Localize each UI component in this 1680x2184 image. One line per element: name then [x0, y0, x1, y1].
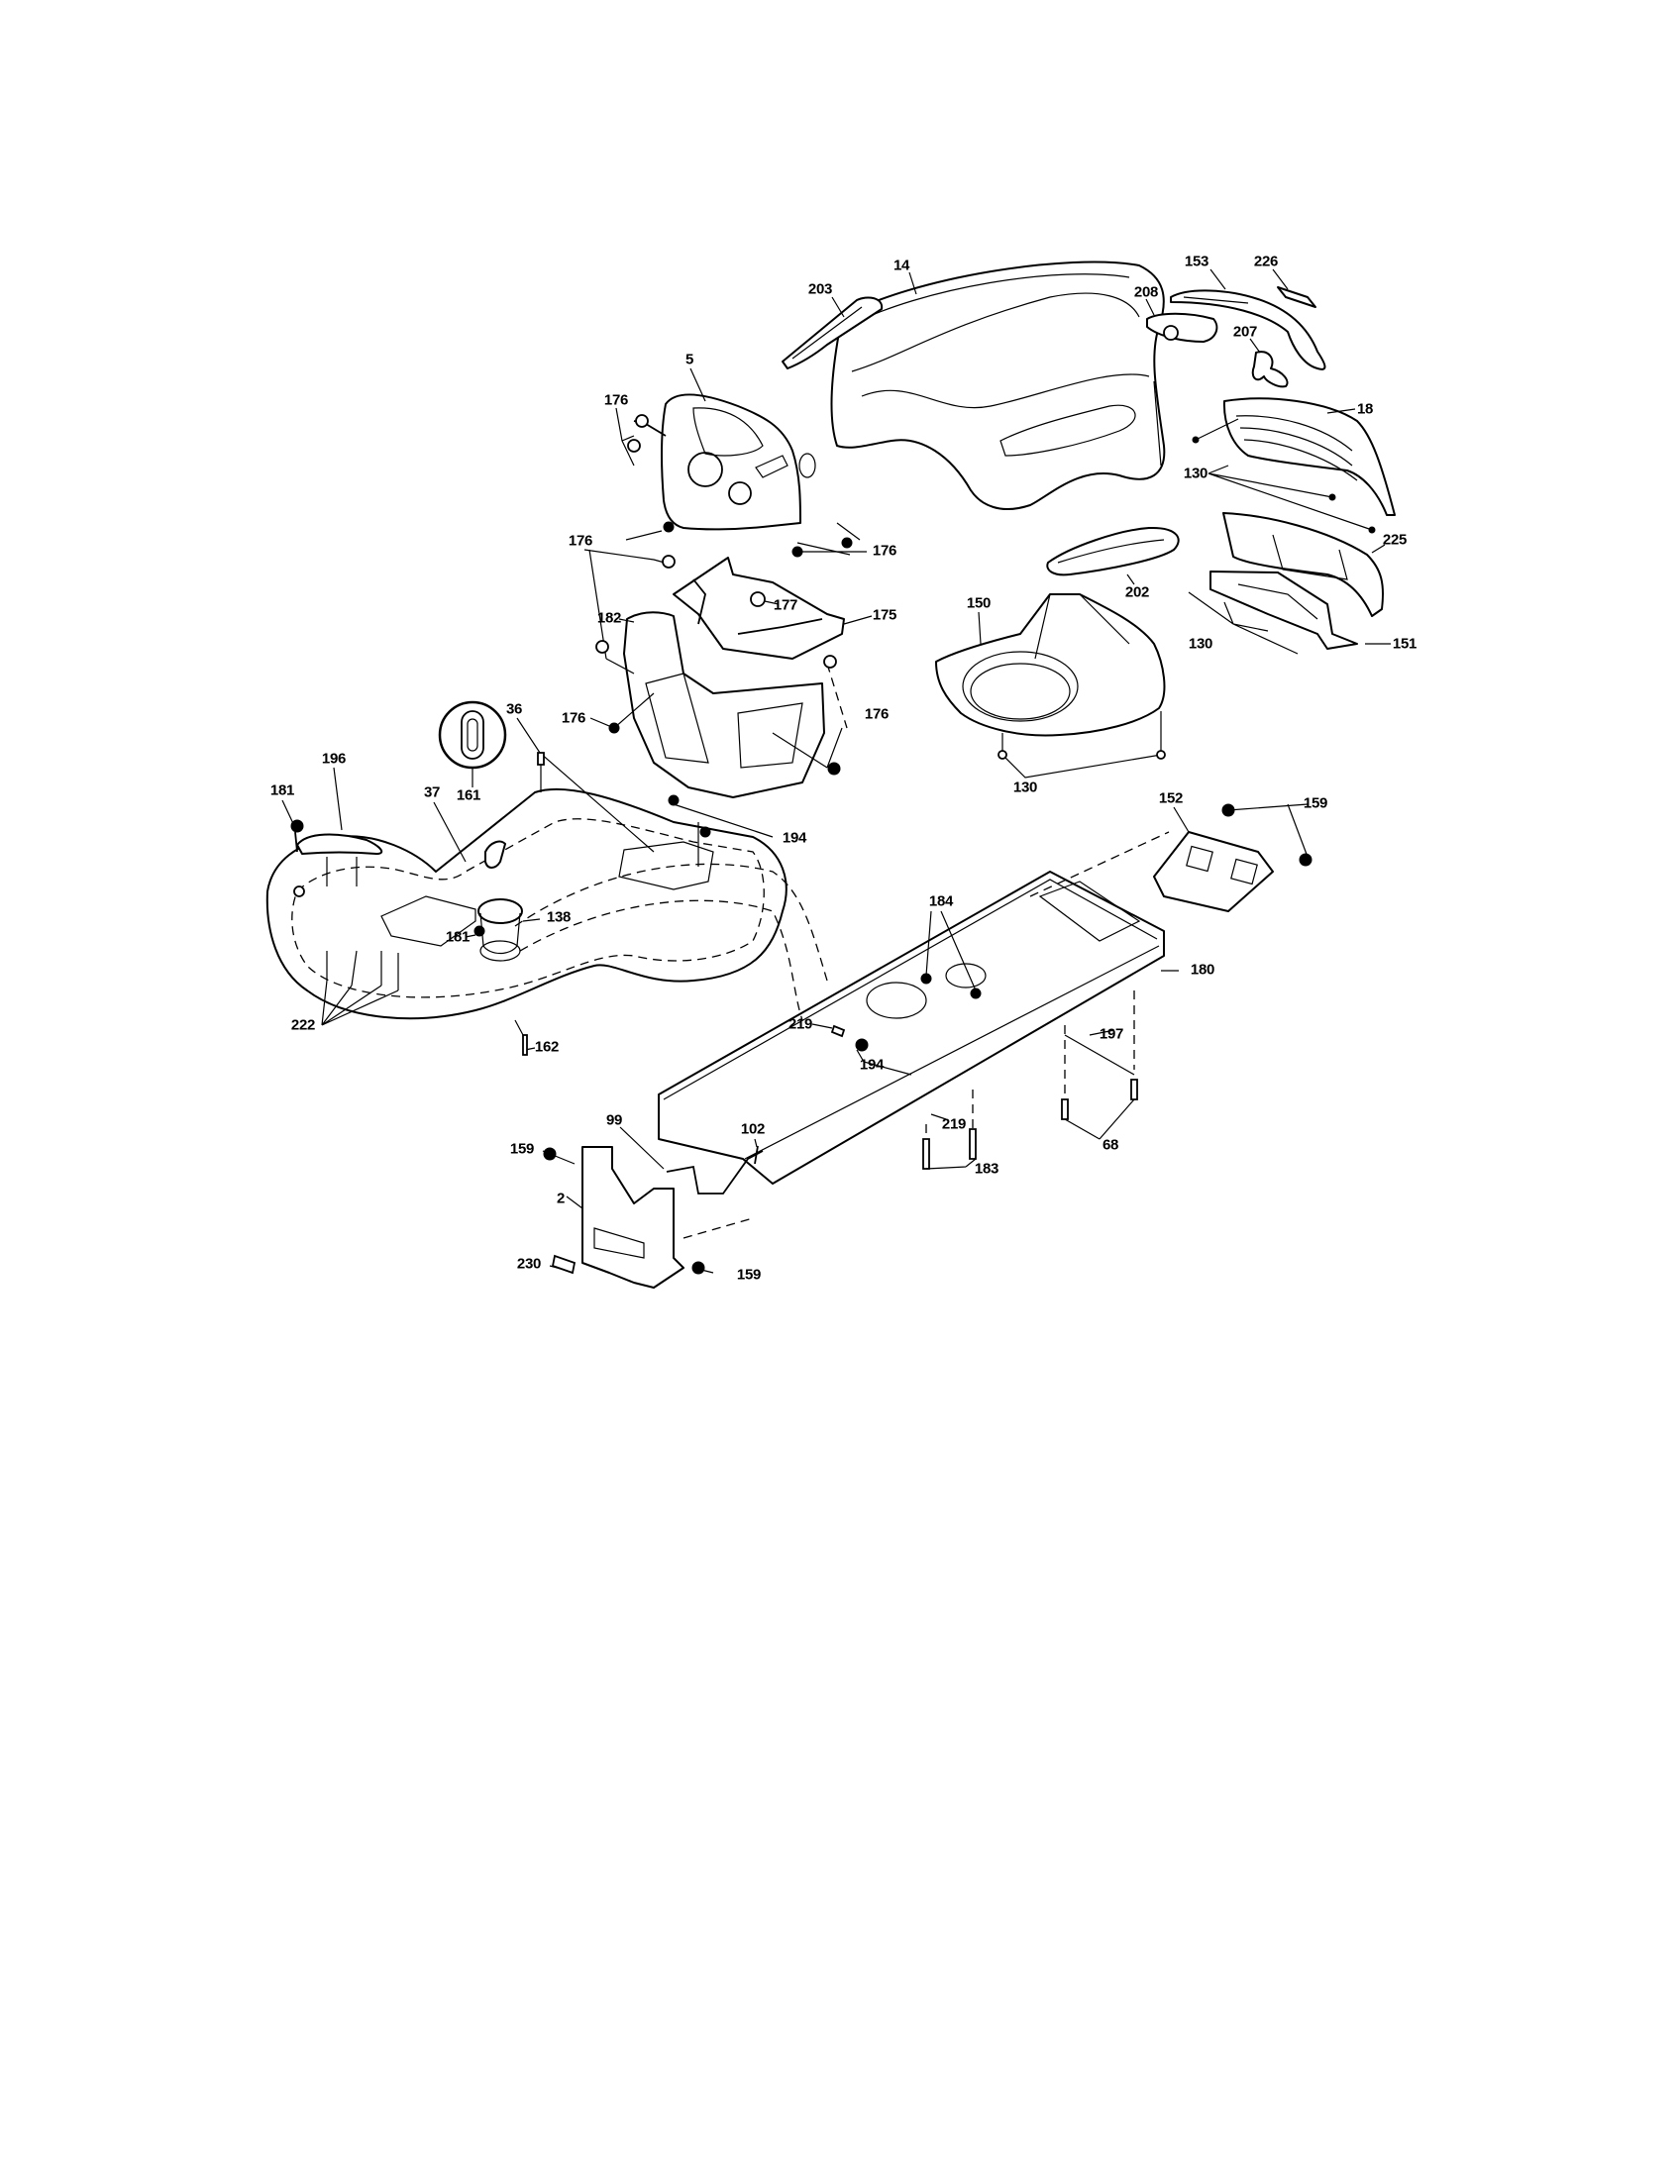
part-label-208: 208: [1133, 283, 1159, 301]
bracket-175-drawing: [583, 549, 873, 660]
part-label-203: 203: [807, 280, 833, 298]
part-label-222: 222: [290, 1016, 316, 1034]
part-label-183: 183: [974, 1160, 999, 1178]
part-label-99: 99: [605, 1111, 623, 1129]
frame-180-drawing: [514, 831, 1179, 1185]
inset-161-drawing: [438, 700, 507, 787]
part-label-37: 37: [423, 783, 441, 801]
part-label-18: 18: [1356, 400, 1374, 418]
part-label-68: 68: [1102, 1136, 1119, 1154]
part-label-2: 2: [556, 1190, 566, 1207]
upper-right-trims: [1145, 268, 1326, 388]
part-label-194: 194: [782, 829, 807, 847]
front-panel-182-drawing: [588, 549, 848, 798]
front-bracket-2-drawing: [542, 1126, 764, 1289]
part-label-162: 162: [534, 1038, 560, 1056]
part-label-226: 226: [1253, 253, 1279, 270]
part-label-219: 219: [788, 1015, 813, 1033]
part-label-207: 207: [1232, 323, 1258, 341]
bracket-152-drawing: [1153, 803, 1312, 912]
fender-37-drawing: [265, 717, 788, 1056]
part-label-130: 130: [1012, 779, 1038, 796]
part-label-180: 180: [1190, 961, 1215, 979]
bumper-225-drawing: [1188, 512, 1391, 655]
part-label-161: 161: [456, 786, 481, 804]
dash-5-drawing: [615, 367, 867, 558]
part-label-150: 150: [966, 594, 992, 612]
part-label-225: 225: [1382, 531, 1408, 549]
part-label-102: 102: [740, 1120, 766, 1138]
part-label-194: 194: [859, 1056, 885, 1074]
part-label-219: 219: [941, 1115, 967, 1133]
part-label-151: 151: [1392, 635, 1418, 653]
part-label-14: 14: [892, 257, 910, 274]
blower-housing-150-drawing: [935, 593, 1166, 779]
part-label-177: 177: [773, 596, 798, 614]
part-label-184: 184: [928, 892, 954, 910]
part-label-176: 176: [872, 542, 897, 560]
part-label-181: 181: [269, 781, 295, 799]
hood-drawing: [830, 260, 1166, 510]
part-label-130: 130: [1183, 465, 1208, 482]
part-label-176: 176: [864, 705, 890, 723]
part-label-202: 202: [1124, 583, 1150, 601]
part-label-176: 176: [603, 391, 629, 409]
trim-202-drawing: [1046, 526, 1180, 585]
part-label-175: 175: [872, 606, 897, 624]
grille-18-drawing: [1192, 397, 1396, 534]
part-label-230: 230: [516, 1255, 542, 1273]
part-label-197: 197: [1099, 1025, 1124, 1043]
part-label-159: 159: [1303, 794, 1328, 812]
part-label-36: 36: [505, 700, 523, 718]
part-label-196: 196: [321, 750, 347, 768]
part-label-159: 159: [509, 1140, 535, 1158]
part-label-130: 130: [1188, 635, 1213, 653]
part-label-176: 176: [568, 532, 593, 550]
part-label-138: 138: [546, 908, 572, 926]
part-label-159: 159: [736, 1266, 762, 1284]
trim-203-drawing: [782, 296, 884, 369]
part-label-181: 181: [445, 928, 471, 946]
part-label-182: 182: [596, 609, 622, 627]
part-label-5: 5: [684, 351, 694, 368]
part-label-153: 153: [1184, 253, 1209, 270]
part-label-176: 176: [561, 709, 586, 727]
part-label-152: 152: [1158, 789, 1184, 807]
